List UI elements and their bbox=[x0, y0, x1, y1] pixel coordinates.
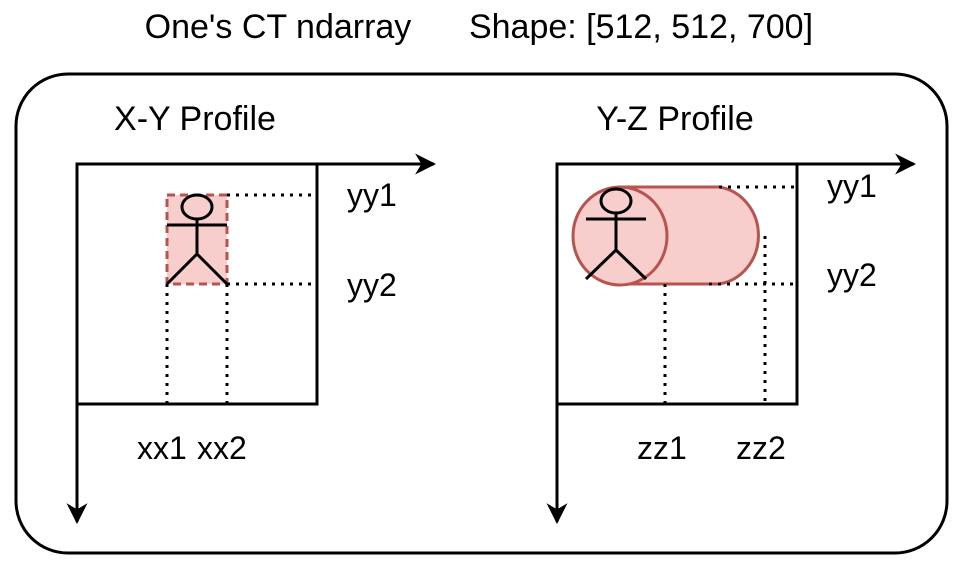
person-icon bbox=[165, 193, 229, 286]
yz-yy1-label: yy1 bbox=[827, 168, 877, 204]
yz-profile-title: Y-Z Profile bbox=[596, 100, 753, 138]
outer-container bbox=[14, 72, 949, 555]
yz-zz2-label: zz2 bbox=[736, 430, 786, 466]
xy-xx1-label: xx1 bbox=[137, 430, 187, 466]
xy-profile-title: X-Y Profile bbox=[114, 100, 276, 138]
yz-profile-panel: Y-Z Profile bbox=[546, 100, 917, 525]
xy-xx2-label: xx2 bbox=[197, 430, 247, 466]
person-icon bbox=[584, 187, 648, 281]
shape-label: Shape: [512, 512, 700] bbox=[469, 8, 813, 46]
cylinder-icon bbox=[571, 185, 760, 287]
ct-title: One's CT ndarray bbox=[145, 8, 412, 46]
xy-yy2-label: yy2 bbox=[347, 267, 397, 303]
xy-yy1-label: yy1 bbox=[347, 177, 397, 213]
xy-profile-panel: X-Y Profile bbox=[66, 100, 437, 525]
yz-yy2-label: yy2 bbox=[827, 257, 877, 293]
yz-zz1-label: zz1 bbox=[637, 430, 687, 466]
